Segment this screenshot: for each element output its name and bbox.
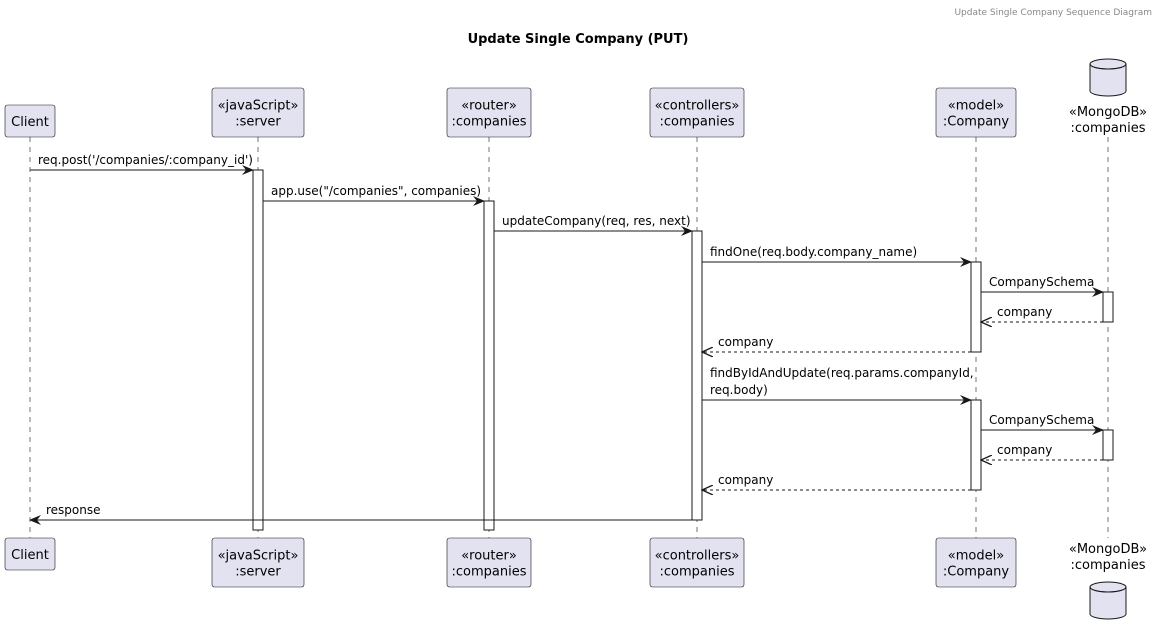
participant-label: :companies [1071, 121, 1146, 136]
participant-box [446, 87, 532, 138]
activation-bar-router [483, 200, 495, 531]
participant-box [649, 87, 745, 138]
message-label: response [46, 503, 101, 517]
activation-bar-mongodb [1102, 429, 1114, 461]
participant-box [446, 537, 532, 588]
participant-box [4, 104, 56, 138]
header-caption: Update Single Company Sequence Diagram [954, 8, 1152, 18]
participant-label: «controllers» [655, 549, 740, 564]
participant-label: «router» [461, 549, 517, 564]
message-label: CompanySchema [989, 413, 1094, 427]
activation-bar-controllers [691, 230, 703, 521]
message-5: company [981, 305, 1103, 322]
diagram-title: Update Single Company (PUT) [468, 32, 689, 47]
participant-label: «controllers» [655, 99, 740, 114]
activation-bar-model [970, 399, 982, 491]
participant-controllers-bottom: «controllers»:companies [649, 537, 745, 588]
message-label: updateCompany(req, res, next) [502, 214, 691, 228]
participant-label: :server [235, 565, 281, 580]
participant-box [4, 537, 56, 571]
activation-bar-model [970, 261, 982, 353]
participant-box [935, 87, 1017, 138]
participant-label: «MongoDB» [1069, 105, 1147, 120]
message-label: req.body) [710, 383, 768, 397]
message-label: company [997, 305, 1052, 319]
participant-box [211, 537, 305, 588]
message-label: findOne(req.body.company_name) [710, 245, 917, 259]
participant-router-bottom: «router»:companies [446, 537, 532, 588]
lifelines [29, 137, 1109, 538]
participant-label: «model» [948, 99, 1004, 114]
activation-bar-mongodb [1102, 291, 1114, 323]
participant-client-bottom: Client [4, 537, 56, 571]
participant-model-top: «model»:Company [935, 87, 1017, 138]
database-icon [1089, 581, 1127, 620]
participants: ClientClient«javaScript»:server«javaScri… [4, 58, 1147, 620]
messages: req.post('/companies/:company_id') app.us… [29, 153, 1104, 525]
participant-mongodb-bottom: «MongoDB»:companies [1069, 542, 1147, 620]
message-label: req.post('/companies/:company_id') [38, 153, 253, 167]
participant-label: «javaScript» [218, 549, 299, 564]
participant-box [935, 537, 1017, 588]
participant-label: Client [11, 115, 49, 130]
participant-client-top: Client [4, 104, 56, 138]
participant-mongodb-top: «MongoDB»:companies [1069, 58, 1147, 136]
message-9: company [981, 443, 1103, 460]
activation-bars [252, 169, 1114, 531]
participant-router-top: «router»:companies [446, 87, 532, 138]
participant-label: :server [235, 115, 281, 130]
participant-label: :companies [1071, 558, 1146, 573]
message-10: company [702, 473, 971, 490]
participant-label: «router» [461, 99, 517, 114]
message-8: CompanySchema [981, 413, 1104, 435]
participant-box [649, 537, 745, 588]
message-3: findOne(req.body.company_name) [702, 245, 972, 267]
message-label: company [718, 335, 773, 349]
message-2: updateCompany(req, res, next) [494, 214, 693, 236]
participant-model-bottom: «model»:Company [935, 537, 1017, 588]
message-label: app.use("/companies", companies) [271, 184, 481, 198]
participant-label: «MongoDB» [1069, 542, 1147, 557]
participant-label: :companies [660, 115, 735, 130]
message-6: company [702, 335, 971, 352]
participant-box [211, 87, 305, 138]
participant-server-bottom: «javaScript»:server [211, 537, 305, 588]
participant-label: :Company [943, 115, 1010, 130]
activation-bar-server [252, 169, 264, 531]
database-icon [1089, 58, 1127, 97]
participant-controllers-top: «controllers»:companies [649, 87, 745, 138]
message-0: req.post('/companies/:company_id') [30, 153, 254, 175]
participant-server-top: «javaScript»:server [211, 87, 305, 138]
participant-label: «javaScript» [218, 99, 299, 114]
message-label: company [997, 443, 1052, 457]
message-1: app.use("/companies", companies) [263, 184, 485, 206]
participant-label: :companies [660, 565, 735, 580]
participant-label: «model» [948, 549, 1004, 564]
participant-label: :companies [452, 115, 527, 130]
message-label: company [718, 473, 773, 487]
participant-label: :Company [943, 565, 1010, 580]
message-label: CompanySchema [989, 275, 1094, 289]
message-label: findByIdAndUpdate(req.params.companyId, [710, 366, 974, 380]
message-7: findByIdAndUpdate(req.params.companyId, r… [702, 366, 974, 405]
message-4: CompanySchema [981, 275, 1104, 297]
participant-label: :companies [452, 565, 527, 580]
participant-label: Client [11, 548, 49, 563]
message-11: response [29, 503, 697, 525]
